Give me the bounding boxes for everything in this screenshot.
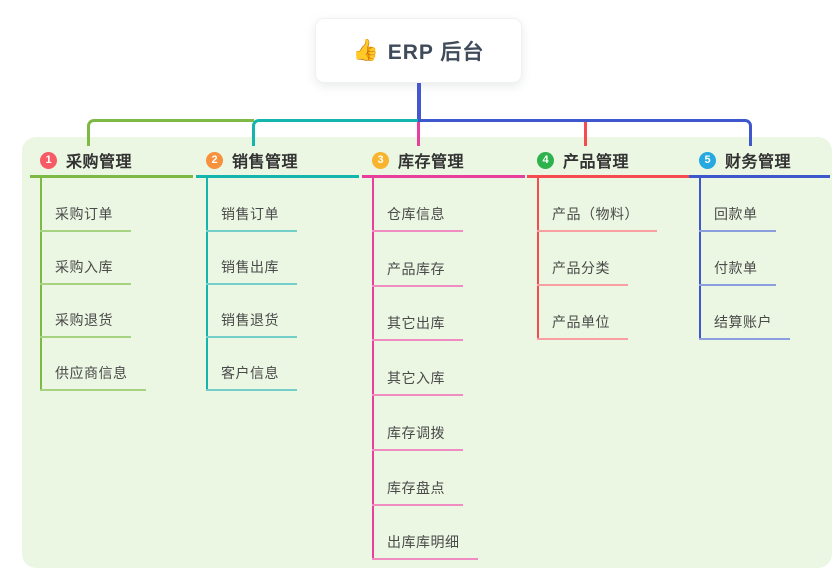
child-node-label: 采购订单 — [55, 206, 113, 222]
branch-underline — [527, 175, 690, 178]
child-node[interactable]: 产品单位 — [537, 312, 628, 340]
child-node[interactable]: 其它入库 — [372, 368, 463, 397]
child-node-label: 回款单 — [714, 206, 758, 222]
branch-number-badge: 4 — [537, 151, 554, 169]
child-node[interactable]: 采购入库 — [40, 257, 131, 285]
child-node-label: 仓库信息 — [387, 206, 445, 222]
child-node-label: 销售订单 — [221, 206, 279, 222]
child-node-label: 产品（物料） — [552, 206, 639, 222]
child-node-label: 销售退货 — [221, 312, 279, 328]
child-node-label: 客户信息 — [221, 365, 279, 381]
child-node[interactable]: 销售退货 — [206, 310, 297, 338]
child-node[interactable]: 产品分类 — [537, 258, 628, 286]
branch-underline — [30, 175, 193, 178]
branch-label: 产品管理 — [563, 154, 630, 171]
child-node-label: 销售出库 — [221, 259, 279, 275]
child-node-label: 采购退货 — [55, 312, 113, 328]
thumbs-up-icon: 👍 — [352, 39, 379, 62]
branch-number-badge: 1 — [40, 151, 57, 169]
branch-number-badge: 3 — [372, 151, 389, 169]
branches-panel-background — [22, 137, 832, 568]
connector-elbow-branch-1 — [86, 119, 254, 146]
child-node-label: 产品单位 — [552, 314, 610, 330]
child-node[interactable]: 产品库存 — [372, 259, 463, 287]
branch-node-2[interactable]: 2 销售管理 — [206, 149, 298, 171]
child-node-label: 其它入库 — [387, 370, 445, 387]
child-node[interactable]: 采购订单 — [40, 204, 131, 232]
child-node[interactable]: 库存调拨 — [372, 423, 463, 451]
branch-underline — [196, 175, 359, 178]
child-node-label: 产品分类 — [552, 260, 610, 276]
branch-label: 财务管理 — [725, 154, 792, 171]
root-node[interactable]: 👍 ERP 后台 — [315, 18, 522, 83]
branch-label: 采购管理 — [66, 154, 133, 171]
child-node-label: 库存盘点 — [387, 479, 445, 496]
children-connector-line — [372, 176, 374, 561]
child-node[interactable]: 结算账户 — [699, 312, 790, 340]
branch-number-badge: 2 — [206, 151, 223, 169]
child-node[interactable]: 供应商信息 — [40, 363, 146, 391]
child-node-label: 其它出库 — [387, 315, 445, 332]
branch-underline — [362, 175, 525, 178]
root-node-label: ERP 后台 — [387, 40, 485, 64]
branch-node-4[interactable]: 4 产品管理 — [537, 149, 629, 171]
branch-number-badge: 5 — [699, 151, 716, 169]
branch-label: 销售管理 — [232, 154, 299, 171]
connector-drop-branch-4 — [583, 122, 587, 146]
child-node[interactable]: 销售出库 — [206, 257, 297, 285]
child-node-label: 产品库存 — [387, 260, 445, 277]
child-node-label: 采购入库 — [55, 259, 113, 275]
child-node-label: 供应商信息 — [55, 365, 128, 381]
branch-label: 库存管理 — [398, 154, 465, 171]
child-node[interactable]: 付款单 — [699, 258, 776, 286]
child-node[interactable]: 其它出库 — [372, 313, 463, 342]
child-node[interactable]: 仓库信息 — [372, 204, 463, 232]
branch-node-5[interactable]: 5 财务管理 — [699, 149, 791, 171]
child-node[interactable]: 产品（物料） — [537, 204, 657, 232]
child-node-label: 付款单 — [714, 260, 758, 276]
branch-node-3[interactable]: 3 库存管理 — [372, 149, 464, 171]
child-node[interactable]: 回款单 — [699, 204, 776, 232]
child-node[interactable]: 客户信息 — [206, 363, 297, 391]
children-connector-line — [537, 176, 539, 340]
root-connector-line — [417, 83, 421, 119]
child-node[interactable]: 销售订单 — [206, 204, 297, 232]
child-node[interactable]: 出库库明细 — [372, 532, 478, 561]
connector-drop-branch-3 — [417, 122, 420, 146]
branch-underline — [689, 175, 830, 178]
branch-node-1[interactable]: 1 采购管理 — [40, 149, 132, 171]
connector-elbow-branch-5 — [418, 119, 752, 146]
child-node[interactable]: 库存盘点 — [372, 478, 463, 506]
children-connector-line — [699, 176, 701, 340]
child-node-label: 库存调拨 — [387, 424, 445, 441]
child-node[interactable]: 采购退货 — [40, 310, 131, 338]
child-node-label: 出库库明细 — [387, 534, 460, 551]
connector-elbow-branch-2 — [251, 119, 419, 146]
child-node-label: 结算账户 — [714, 314, 772, 330]
